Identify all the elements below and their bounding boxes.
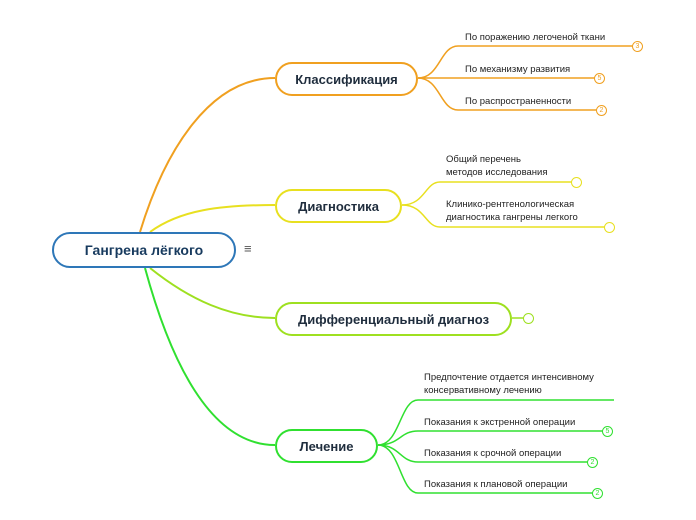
menu-icon[interactable]: ≡ [244, 241, 252, 256]
link-diag-1 [401, 181, 577, 206]
count-badge[interactable]: 5 [602, 426, 613, 437]
count-badge[interactable]: 5 [594, 73, 605, 84]
count-badge[interactable]: 2 [592, 488, 603, 499]
branch-label: Лечение [299, 438, 354, 454]
link-treat-4 [377, 444, 598, 494]
leaf-class-1[interactable]: По поражению легоченой ткани [465, 32, 606, 43]
branch-label: Дифференциальный диагноз [297, 311, 490, 327]
count-badge[interactable]: 2 [587, 457, 598, 468]
leaf-diag-2[interactable]: Клинико-рентгенологическая диагностика г… [446, 199, 578, 223]
branch-differential[interactable]: Дифференциальный диагноз [275, 302, 512, 336]
leaf-diag-1[interactable]: Общий перечень методов исследования [446, 154, 548, 178]
count-badge[interactable]: 2 [596, 105, 607, 116]
leaf-treat-3[interactable]: Показания к срочной операции [424, 448, 562, 459]
link-root-classification [139, 77, 276, 233]
leaf-treat-2[interactable]: Показания к экстренной операции [424, 417, 576, 428]
count-badge[interactable] [523, 313, 534, 324]
branch-diagnostics[interactable]: Диагностика [275, 189, 402, 223]
count-badge[interactable] [604, 222, 615, 233]
link-class-1 [417, 45, 638, 79]
root-label: Гангрена лёгкого [84, 242, 204, 258]
branch-treatment[interactable]: Лечение [275, 429, 378, 463]
root-node[interactable]: Гангрена лёгкого [52, 232, 236, 268]
count-badge[interactable] [571, 177, 582, 188]
link-root-treatment [144, 267, 276, 446]
link-diag-2 [401, 204, 610, 228]
link-treat-1 [377, 399, 614, 446]
count-badge[interactable]: 3 [632, 41, 643, 52]
link-class-3 [417, 77, 602, 111]
leaf-class-2[interactable]: По механизму развития [465, 64, 571, 75]
leaf-class-3[interactable]: По распространенности [465, 96, 572, 107]
leaf-treat-1[interactable]: Предпочтение отдается интенсивному консе… [424, 372, 594, 396]
leaf-treat-4[interactable]: Показания к плановой операции [424, 479, 568, 490]
link-treat-2 [377, 430, 608, 446]
branch-label: Диагностика [298, 198, 379, 214]
link-root-differential [149, 267, 276, 319]
branch-label: Классификация [295, 71, 398, 87]
branch-classification[interactable]: Классификация [275, 62, 418, 96]
link-root-diagnostics [149, 204, 276, 233]
